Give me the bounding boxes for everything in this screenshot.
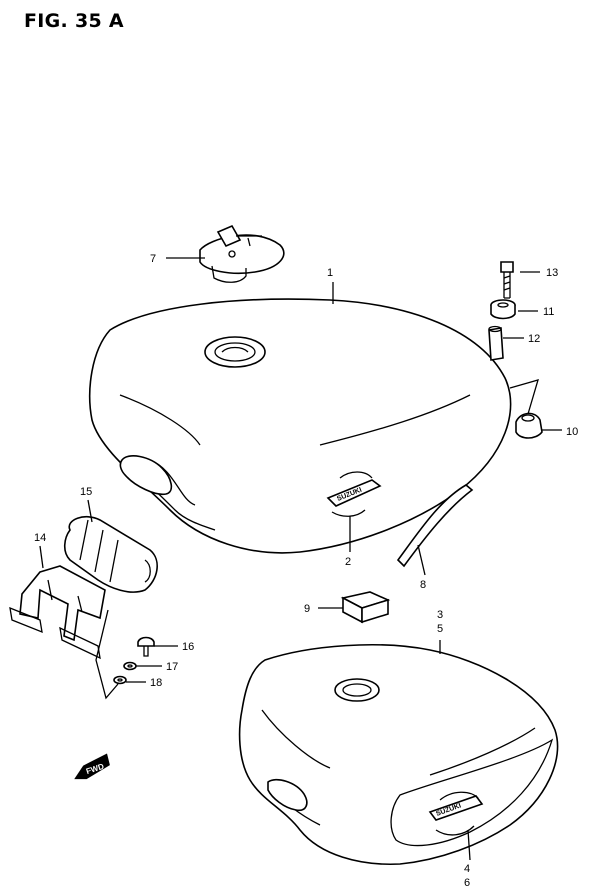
collar-12[interactable]: [488, 325, 504, 361]
washer-17[interactable]: [123, 661, 137, 671]
fuel-cap[interactable]: [199, 224, 285, 283]
callout-12: 12: [528, 333, 540, 345]
callout-18: 18: [150, 677, 162, 689]
cushion-10[interactable]: [515, 412, 543, 439]
screw-16[interactable]: [137, 636, 155, 657]
bolt-13[interactable]: [500, 261, 514, 299]
callout-10: 10: [566, 426, 578, 438]
fuel-tank-upper[interactable]: [89, 298, 512, 554]
callout-8: 8: [420, 579, 426, 591]
cushion-11[interactable]: [490, 299, 516, 320]
washer-18[interactable]: [113, 675, 127, 685]
callout-2: 2: [345, 556, 351, 568]
fuel-tank-lower[interactable]: [238, 644, 559, 866]
cushion-15[interactable]: [63, 515, 158, 593]
group-bracket-lines: [95, 609, 119, 700]
callout-11: 11: [543, 306, 554, 318]
tank-side-recess: [119, 455, 173, 496]
filler-neck-opening-lower: [334, 678, 380, 702]
callout-14: 14: [34, 532, 46, 544]
callout-16: 16: [182, 641, 194, 653]
callout-7: 7: [150, 253, 156, 265]
callout-5: 5: [437, 623, 443, 635]
figure-title: FIG. 35 A: [24, 10, 124, 32]
callout-17: 17: [166, 661, 178, 673]
callout-4: 4: [464, 863, 470, 875]
leader-lines: [39, 257, 562, 861]
callout-1: 1: [327, 267, 333, 279]
callout-3: 3: [437, 609, 443, 621]
pad-9[interactable]: [340, 591, 391, 624]
bracket-14[interactable]: [9, 565, 106, 660]
callout-6: 6: [464, 877, 470, 889]
strip-8[interactable]: [396, 484, 474, 568]
tank-side-recess-lower: [267, 778, 308, 812]
filler-neck-opening: [204, 336, 266, 368]
forward-arrow-icon: FWD: [74, 753, 110, 780]
callout-15: 15: [80, 486, 92, 498]
callout-13: 13: [546, 267, 558, 279]
callout-9: 9: [304, 603, 310, 615]
